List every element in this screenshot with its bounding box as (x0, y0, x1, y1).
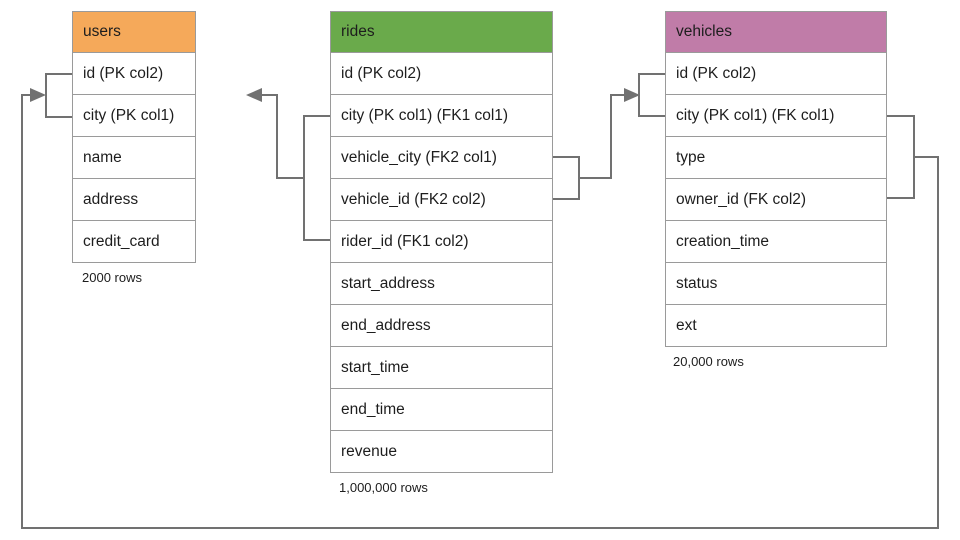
column-label: start_time (341, 358, 410, 376)
table-vehicles-column-status[interactable]: status (665, 263, 887, 305)
column-label: end_address (341, 316, 431, 334)
table-rides-row-count: 1,000,000 rows (339, 480, 428, 495)
table-vehicles-column-ext[interactable]: ext (665, 305, 887, 347)
table-rides-header: rides (330, 11, 553, 53)
table-vehicles-column-id[interactable]: id (PK col2) (665, 53, 887, 95)
column-label: revenue (341, 442, 398, 460)
rides-fk1-bracket (303, 115, 330, 241)
rides-fk2-connector (579, 94, 630, 179)
table-users-row-count: 2000 rows (82, 270, 142, 285)
table-vehicles-header: vehicles (665, 11, 887, 53)
table-users-column-name[interactable]: name (72, 137, 196, 179)
column-label: city (PK col1) (FK1 col1) (341, 106, 509, 124)
column-label: vehicle_id (FK2 col2) (341, 190, 486, 208)
column-label: id (PK col2) (83, 64, 164, 82)
column-label: city (PK col1) (83, 106, 175, 124)
table-rides-column-start-time[interactable]: start_time (330, 347, 553, 389)
column-label: credit_card (83, 232, 160, 250)
column-label: start_address (341, 274, 435, 292)
table-vehicles-column-owner-id[interactable]: owner_id (FK col2) (665, 179, 887, 221)
table-vehicles-column-creation-time[interactable]: creation_time (665, 221, 887, 263)
column-label: owner_id (FK col2) (676, 190, 807, 208)
table-users-title: users (83, 23, 121, 40)
table-rides-column-end-address[interactable]: end_address (330, 305, 553, 347)
table-users[interactable]: users id (PK col2) city (PK col1) name a… (72, 11, 196, 263)
column-label: end_time (341, 400, 405, 418)
table-rides-column-id[interactable]: id (PK col2) (330, 53, 553, 95)
table-users-header: users (72, 11, 196, 53)
vehicles-fk-bracket (887, 115, 915, 199)
column-label: rider_id (FK1 col2) (341, 232, 469, 250)
table-users-column-address[interactable]: address (72, 179, 196, 221)
table-vehicles-title: vehicles (676, 23, 732, 40)
column-label: name (83, 148, 122, 166)
column-label: status (676, 274, 718, 292)
rides-fk2-arrowhead (624, 88, 640, 102)
column-label: city (PK col1) (FK col1) (676, 106, 835, 124)
rides-fk1-connector (256, 94, 304, 179)
table-users-column-city[interactable]: city (PK col1) (72, 95, 196, 137)
table-rides-column-end-time[interactable]: end_time (330, 389, 553, 431)
table-rides-column-city[interactable]: city (PK col1) (FK1 col1) (330, 95, 553, 137)
table-rides-column-vehicle-city[interactable]: vehicle_city (FK2 col1) (330, 137, 553, 179)
table-vehicles-column-type[interactable]: type (665, 137, 887, 179)
table-rides-column-start-address[interactable]: start_address (330, 263, 553, 305)
table-rides-column-rider-id[interactable]: rider_id (FK1 col2) (330, 221, 553, 263)
column-label: id (PK col2) (676, 64, 757, 82)
vehicles-pk-bracket (638, 73, 665, 117)
column-label: ext (676, 316, 697, 334)
rides-fk2-bracket (553, 156, 580, 200)
table-rides[interactable]: rides id (PK col2) city (PK col1) (FK1 c… (330, 11, 553, 473)
vehicles-fk-arrowhead (30, 88, 46, 102)
table-rides-column-vehicle-id[interactable]: vehicle_id (FK2 col2) (330, 179, 553, 221)
users-pk-bracket (45, 73, 72, 118)
column-label: creation_time (676, 232, 770, 250)
column-label: vehicle_city (FK2 col1) (341, 148, 497, 166)
column-label: type (676, 148, 706, 166)
column-label: address (83, 190, 139, 208)
table-rides-column-revenue[interactable]: revenue (330, 431, 553, 473)
table-users-column-id[interactable]: id (PK col2) (72, 53, 196, 95)
table-vehicles-column-city[interactable]: city (PK col1) (FK col1) (665, 95, 887, 137)
table-vehicles-row-count: 20,000 rows (673, 354, 744, 369)
table-vehicles[interactable]: vehicles id (PK col2) city (PK col1) (FK… (665, 11, 887, 347)
column-label: id (PK col2) (341, 64, 422, 82)
table-rides-title: rides (341, 23, 375, 40)
rides-fk1-arrowhead (246, 88, 262, 102)
table-users-column-credit-card[interactable]: credit_card (72, 221, 196, 263)
